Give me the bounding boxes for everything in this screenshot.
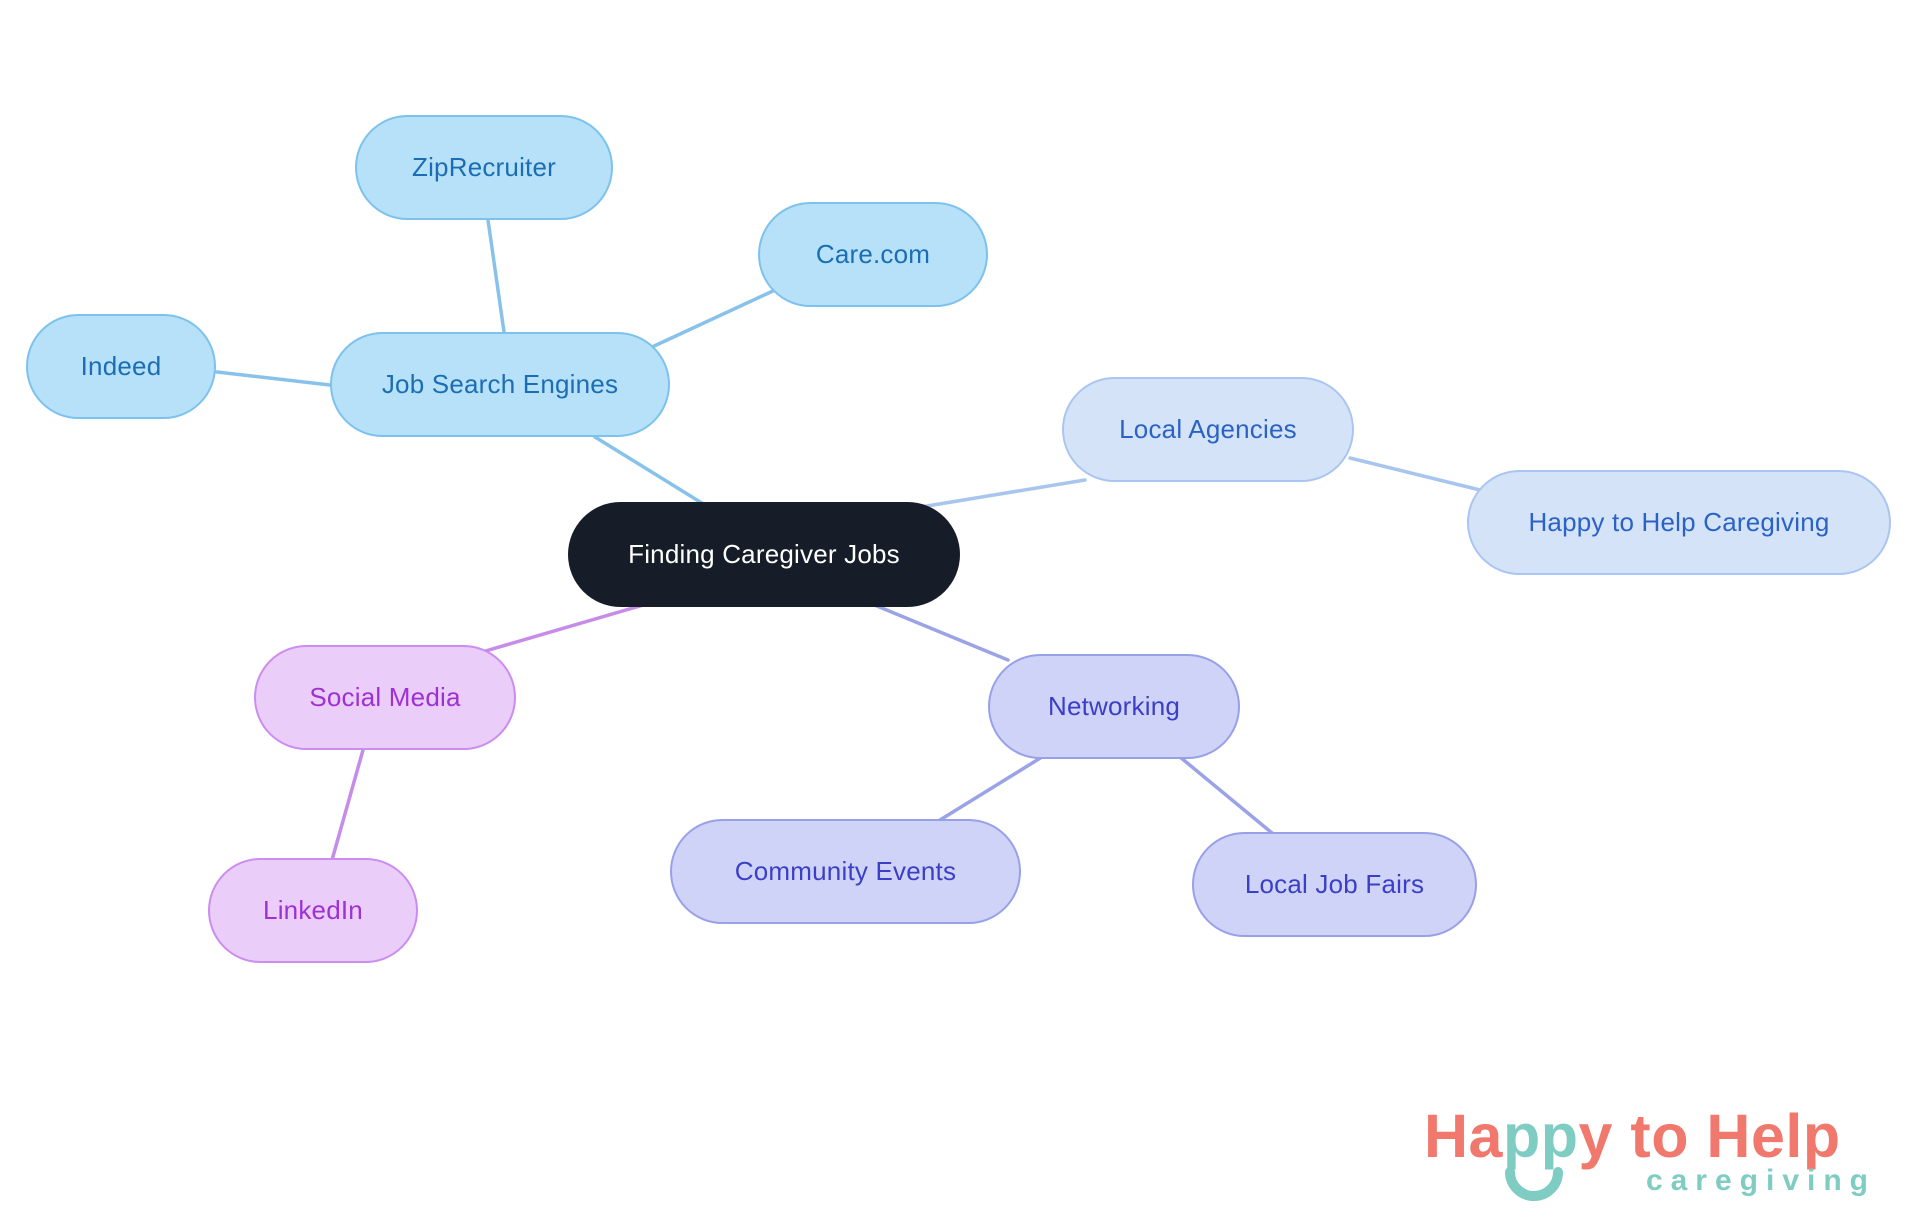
node-label: Social Media [309, 682, 461, 712]
node-label: Finding Caregiver Jobs [628, 539, 900, 569]
node-label: Networking [1047, 691, 1181, 721]
node-label: Local Job Fairs [1244, 869, 1425, 899]
node-social-media: Social Media [254, 645, 516, 750]
node-ziprecruiter: ZipRecruiter [355, 115, 613, 220]
node-local-agencies: Local Agencies [1062, 377, 1354, 482]
logo-subtitle: caregiving [1645, 1164, 1876, 1198]
node-label: Happy to Help Caregiving [1528, 507, 1830, 537]
node-label: Job Search Engines [381, 369, 619, 399]
logo-title-part1: Ha [1424, 1102, 1503, 1170]
node-happy-to-help-caregiving: Happy to Help Caregiving [1467, 470, 1891, 575]
edge-root-job-search-engines [593, 435, 707, 507]
node-label: ZipRecruiter [412, 152, 556, 182]
edge-job-search-engines-indeed [215, 370, 332, 387]
node-label: Care.com [815, 239, 931, 269]
logo-title-part2: pp [1502, 1102, 1579, 1170]
edge-networking-community-events [938, 755, 1044, 822]
smile-icon [1504, 1167, 1563, 1201]
edge-root-social-media [480, 601, 652, 654]
edge-networking-local-job-fairs [1178, 755, 1274, 835]
edge-root-networking [870, 602, 1010, 662]
edge-job-search-engines-care-com [650, 288, 777, 349]
edge-social-media-linkedin [330, 748, 365, 862]
node-label: Indeed [80, 351, 162, 381]
node-label: Community Events [734, 856, 957, 886]
node-local-job-fairs: Local Job Fairs [1192, 832, 1477, 937]
node-linkedin: LinkedIn [208, 858, 418, 963]
node-community-events: Community Events [670, 819, 1021, 924]
node-finding-caregiver-jobs: Finding Caregiver Jobs [568, 502, 960, 607]
node-job-search-engines: Job Search Engines [330, 332, 670, 437]
edge-root-local-agencies [913, 478, 1087, 510]
node-care-com: Care.com [758, 202, 988, 307]
edge-job-search-engines-ziprecruiter [486, 218, 506, 334]
logo-title-part3: y to Help [1578, 1102, 1841, 1170]
node-networking: Networking [988, 654, 1240, 759]
edge-local-agencies-happy-to-help [1348, 456, 1482, 492]
node-label: LinkedIn [263, 895, 363, 925]
node-label: Local Agencies [1119, 414, 1297, 444]
node-indeed: Indeed [26, 314, 216, 419]
